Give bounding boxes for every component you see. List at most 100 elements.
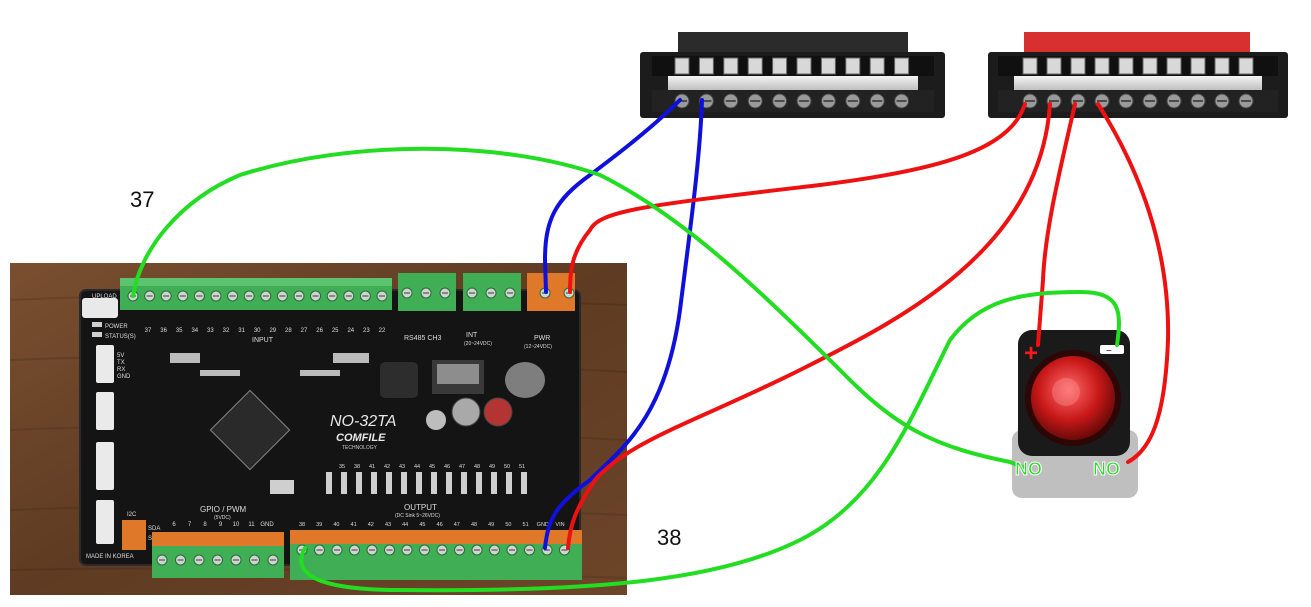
pin-label: 43 (385, 522, 391, 528)
output-header: OUTPUT (404, 503, 437, 512)
serial-pin-5v: 5V (117, 353, 124, 359)
pin-label: 48 (471, 522, 477, 528)
pin-label: 10 (233, 522, 240, 528)
gpio-sub: (5VDC) (214, 515, 231, 521)
pin-label: 47 (454, 522, 460, 528)
wire-blue-1 (542, 98, 682, 294)
pin-label: 46 (444, 464, 450, 470)
pin-label: 25 (332, 328, 339, 334)
i2c-pin-sda: SDA (148, 526, 160, 532)
wire-red-2 (566, 102, 1052, 550)
pin-37-label: 37 (130, 187, 155, 212)
pin-label: VIN (555, 522, 564, 528)
no-label-right: NO (1093, 459, 1120, 479)
pin-label: GND (537, 522, 549, 528)
wire-blue-2 (543, 98, 704, 550)
pin-label: 32 (223, 328, 230, 334)
pin-label: 29 (269, 328, 276, 334)
pin-label: 50 (505, 522, 511, 528)
pin-label: 33 (207, 328, 214, 334)
side-connectors (96, 345, 114, 544)
power-led (92, 322, 102, 327)
power-label: POWER (105, 324, 128, 330)
pin-label: 45 (419, 522, 425, 528)
pin-label: 24 (347, 328, 354, 334)
wire-red-1 (568, 102, 1027, 294)
pin-label: 48 (474, 464, 480, 470)
pin-label: 34 (191, 328, 198, 334)
upload-connector (82, 298, 118, 318)
serial-pin-tx: TX (117, 360, 125, 366)
made-in-korea: MADE IN KOREA (86, 554, 134, 560)
wire-red-3 (1036, 102, 1077, 347)
board-brand: COMFILE (336, 432, 386, 444)
pin-label: GND (260, 522, 274, 528)
pin-label: 51 (523, 522, 529, 528)
pin-label: 42 (368, 522, 374, 528)
pin-label: 40 (333, 522, 339, 528)
pwr-label: PWR (534, 335, 550, 342)
i2c-label: I2C (127, 512, 137, 518)
pin-label: 42 (384, 464, 390, 470)
black-bus-terminals (674, 57, 910, 109)
int-label: INT (466, 332, 478, 339)
output-top-labels: 35 38 41 42 43 44 45 46 47 48 49 50 51 (339, 464, 525, 470)
pin-label: 43 (399, 464, 405, 470)
board-components (170, 353, 545, 494)
pin-label: 23 (363, 328, 370, 334)
pin-label: 45 (429, 464, 435, 470)
serial-pin-gnd: GND (117, 374, 131, 380)
pin-label: 35 (176, 328, 183, 334)
gpio-pin-labels: 6 7 8 9 10 11 GND (172, 522, 274, 528)
int-screws (466, 287, 516, 299)
gpio-header: GPIO / PWM (200, 505, 247, 514)
pin-label: 49 (488, 522, 494, 528)
pin-label: 22 (379, 328, 386, 334)
no-label-left: NO (1015, 459, 1042, 479)
bus-bar-red (988, 32, 1288, 118)
wire-green-38 (299, 289, 1121, 593)
wire-red-4 (1096, 102, 1171, 464)
pin-label: 28 (285, 328, 292, 334)
pin-label: 35 (339, 464, 345, 470)
i2c-connector (122, 520, 146, 550)
pin-label: 49 (489, 464, 495, 470)
pin-label: 36 (160, 328, 167, 334)
input-header: INPUT (252, 337, 274, 344)
pin-label: 47 (459, 464, 465, 470)
minus-terminal (1100, 345, 1124, 354)
pin-label: 8 (203, 522, 207, 528)
pin-label: 6 (172, 522, 176, 528)
pin-label: 7 (188, 522, 192, 528)
upload-label: UPLOAD (92, 294, 117, 300)
pin-label: 11 (248, 522, 255, 528)
pin-38-label: 38 (657, 525, 682, 550)
pin-label: 38 (354, 464, 360, 470)
pin-label: 41 (369, 464, 375, 470)
pin-label: 51 (519, 464, 525, 470)
pin-label: 30 (254, 328, 261, 334)
pin-label: 38 (299, 522, 305, 528)
rs485-screws (401, 287, 451, 299)
int-sub: (20~24VDC) (464, 341, 492, 347)
serial-pin-rx: RX (117, 367, 125, 373)
pwr-sub: (12~24VDC) (524, 344, 552, 350)
pin-label: 31 (238, 328, 245, 334)
pin-label: 27 (301, 328, 308, 334)
push-button-lamp (1031, 356, 1115, 440)
wire-green-37 (131, 146, 1027, 470)
pin-label: 44 (414, 464, 420, 470)
output-sub: (DC Sink 5~26VDC) (395, 513, 440, 519)
pin-label: 44 (402, 522, 408, 528)
wires (131, 98, 1171, 593)
pin-label: 46 (437, 522, 443, 528)
pin-label: 50 (504, 464, 510, 470)
plus-symbol: + (1024, 340, 1038, 367)
board-model: NO-32TA (330, 413, 396, 430)
push-button (1012, 330, 1138, 498)
pin-label: 9 (219, 522, 223, 528)
status-label: STATUS(S) (105, 334, 136, 340)
